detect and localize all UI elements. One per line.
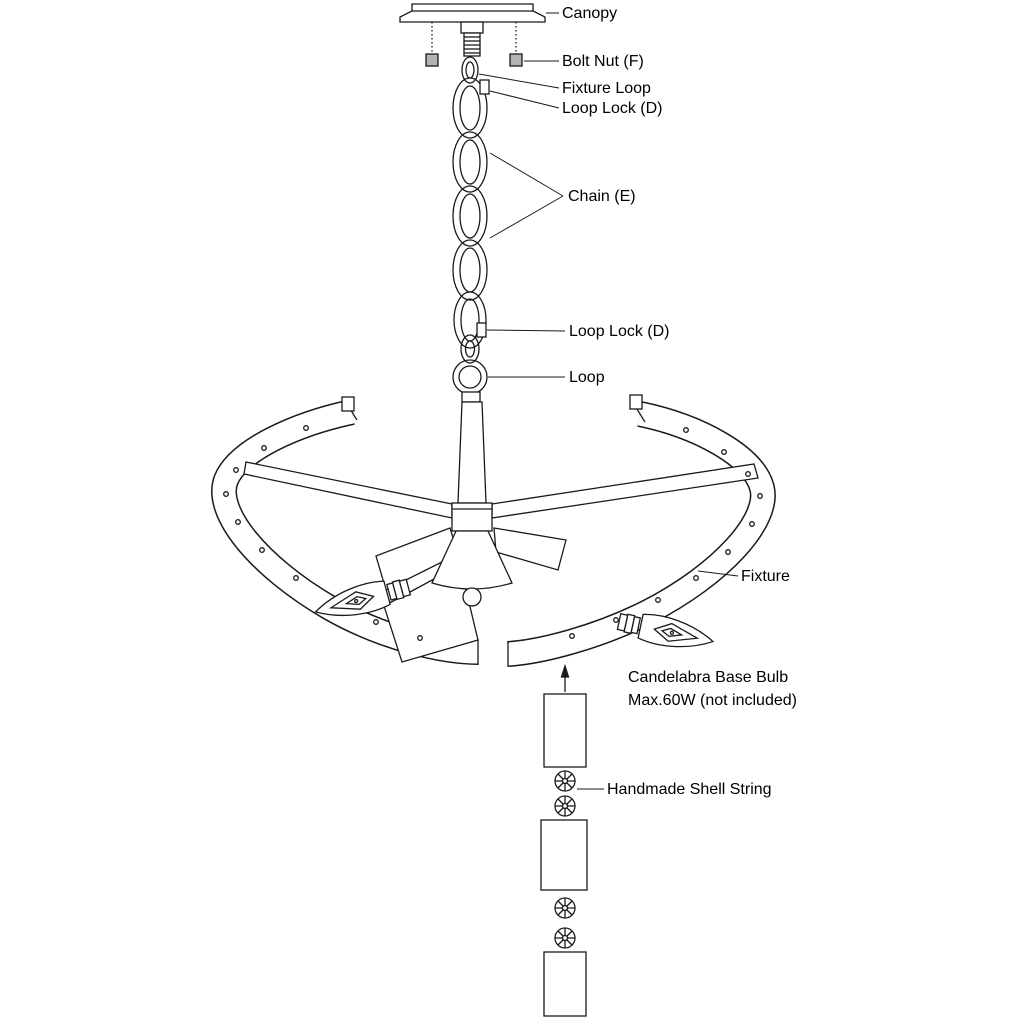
bolt-nut-left <box>425 53 439 67</box>
fixture-loop-leader <box>478 73 560 89</box>
band-screw-holes <box>223 425 763 641</box>
column-drawing <box>457 391 487 504</box>
loop-label: Loop <box>569 369 605 386</box>
loop-lock-bottom-leader <box>486 329 566 332</box>
shell-bead <box>554 795 576 817</box>
canopy-drawing <box>399 3 546 23</box>
loop-lock-bottom-label: Loop Lock (D) <box>569 323 670 340</box>
stem-drawing <box>460 21 484 57</box>
pull-chain-left <box>425 22 439 67</box>
bolt-nut-label: Bolt Nut (F) <box>562 53 644 70</box>
ball-finial <box>462 587 482 607</box>
candelabra-bulb-label-line1: Candelabra Base Bulb <box>628 669 789 686</box>
loop-lock-top-drawing <box>479 79 490 95</box>
loop-lock-bottom-drawing <box>476 322 487 338</box>
shell-string-label: Handmade Shell String <box>607 781 772 798</box>
bulb-right <box>616 613 715 648</box>
shell-bead <box>554 927 576 949</box>
loop-lock-top-leader <box>489 90 560 109</box>
fixture-blade-right <box>493 527 567 571</box>
shell-bead <box>554 897 576 919</box>
candelabra-bulb-label-line2: Max.60W (not included) <box>628 692 797 709</box>
chain-leader-upper <box>489 152 564 197</box>
chain-drawing <box>452 77 488 364</box>
fixture-arm-right <box>491 463 759 519</box>
hub-collar-drawing <box>451 502 493 532</box>
chain-leader-lower <box>489 195 564 239</box>
fixture-label: Fixture <box>741 568 790 585</box>
shell-string-drawing <box>540 663 588 1017</box>
fixture-arm-left <box>243 461 453 519</box>
shell-bead <box>554 770 576 792</box>
candelabra-bulb-label: Candelabra Base Bulb Max.60W (not includ… <box>628 666 797 712</box>
chain-label: Chain (E) <box>568 188 636 205</box>
bolt-nut-right <box>509 53 523 67</box>
fixture-band-right <box>506 394 776 667</box>
canopy-label: Canopy <box>562 5 618 22</box>
pull-chain-right <box>509 22 523 67</box>
fixture-leader <box>697 570 739 577</box>
loop-lock-top-label: Loop Lock (D) <box>562 100 663 117</box>
bulb-left <box>314 578 412 617</box>
loop-drawing <box>452 359 488 395</box>
fixture-loop-label: Fixture Loop <box>562 80 651 97</box>
